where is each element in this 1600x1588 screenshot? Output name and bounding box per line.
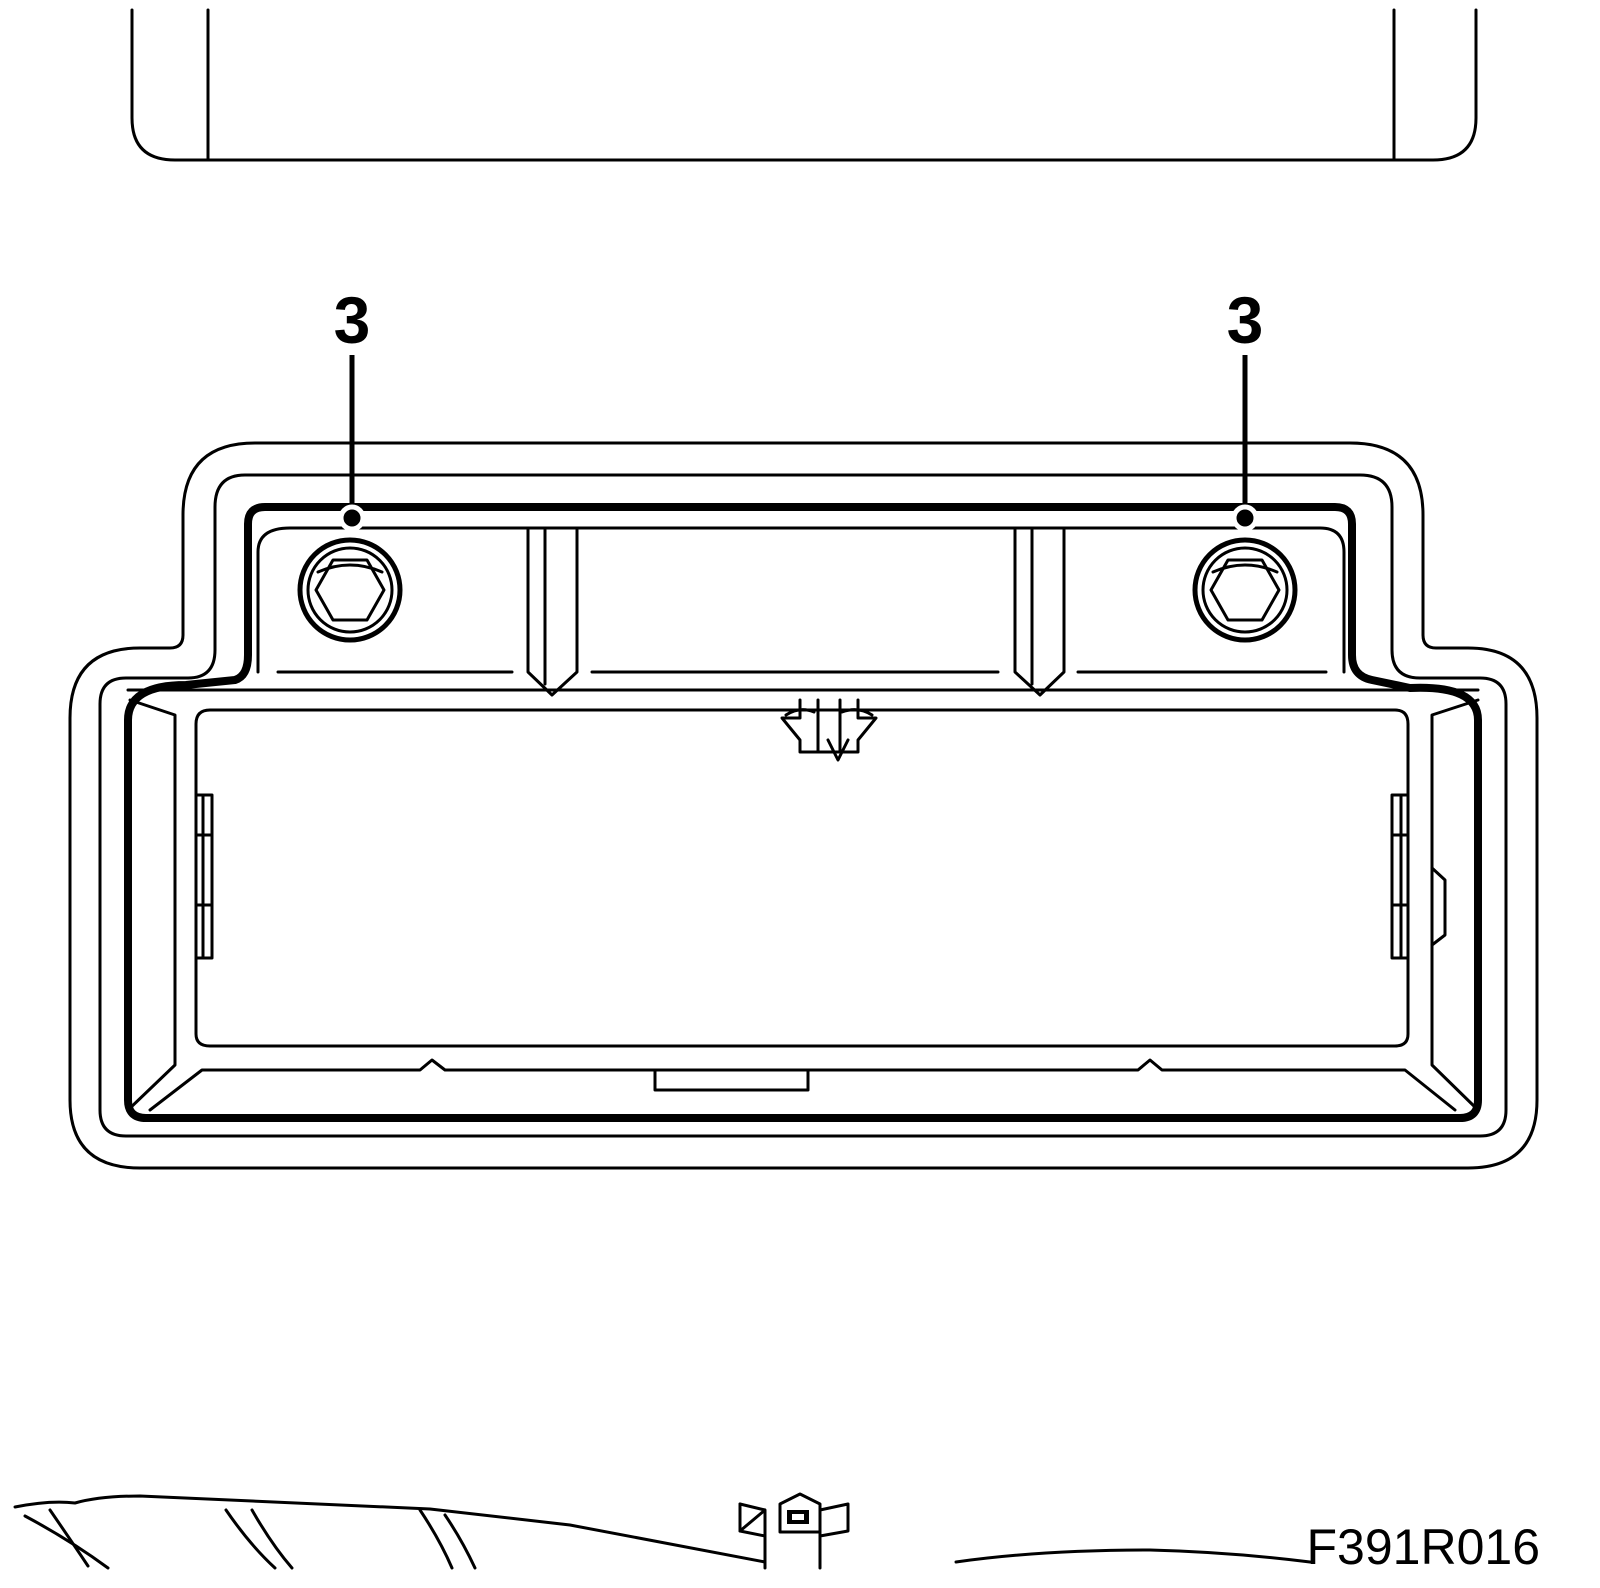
- bolt-right: [1192, 537, 1298, 643]
- figure-code: F391R016: [1307, 1519, 1541, 1575]
- callout-label-left: 3: [334, 283, 371, 357]
- guide-rib-right: [1013, 528, 1066, 697]
- callout-leader-right: [1231, 355, 1259, 532]
- callout-label-right: 3: [1227, 283, 1264, 357]
- vehicle-location-pictogram: [13, 1492, 1312, 1570]
- latch-left: [194, 793, 214, 960]
- guide-rib-left: [526, 528, 579, 697]
- housing-outer: [68, 441, 1539, 1170]
- upper-panel: [130, 8, 1478, 162]
- gasket-outline: [124, 503, 1482, 1122]
- tray-recess: [126, 698, 1480, 1112]
- latch-right: [1390, 793, 1447, 960]
- bolt-left: [297, 537, 403, 643]
- cover-plate: [126, 526, 1480, 692]
- callout-leader-left: [338, 355, 366, 532]
